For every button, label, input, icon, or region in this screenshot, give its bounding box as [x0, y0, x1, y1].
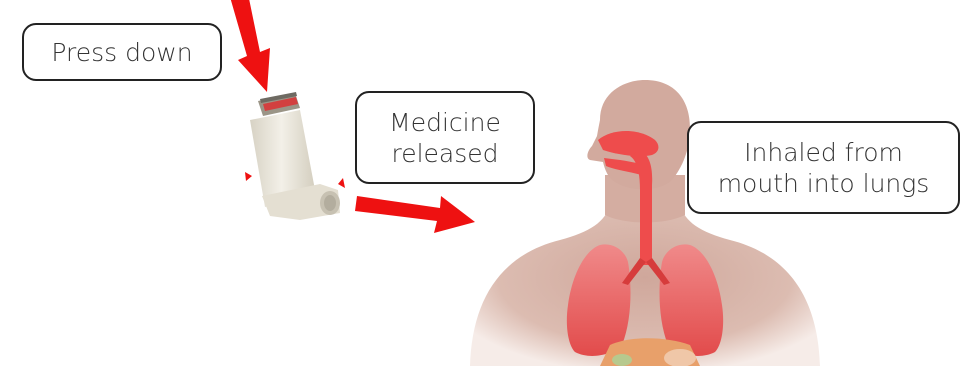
inhaled-line-1: Inhaled from [744, 137, 903, 168]
medicine-line-2: released [391, 138, 498, 169]
medicine-line-1: Medicine [389, 107, 501, 138]
inhaled-label: Inhaled from mouth into lungs [687, 121, 960, 214]
press-down-text: Press down [51, 37, 192, 68]
inhaled-line-2: mouth into lungs [718, 168, 930, 199]
medicine-released-label: Medicine released [355, 91, 535, 184]
release-arrow [355, 196, 475, 233]
press-down-label: Press down [22, 23, 222, 81]
press-down-arrow [228, 0, 270, 92]
inhaler-icon [245, 92, 345, 220]
